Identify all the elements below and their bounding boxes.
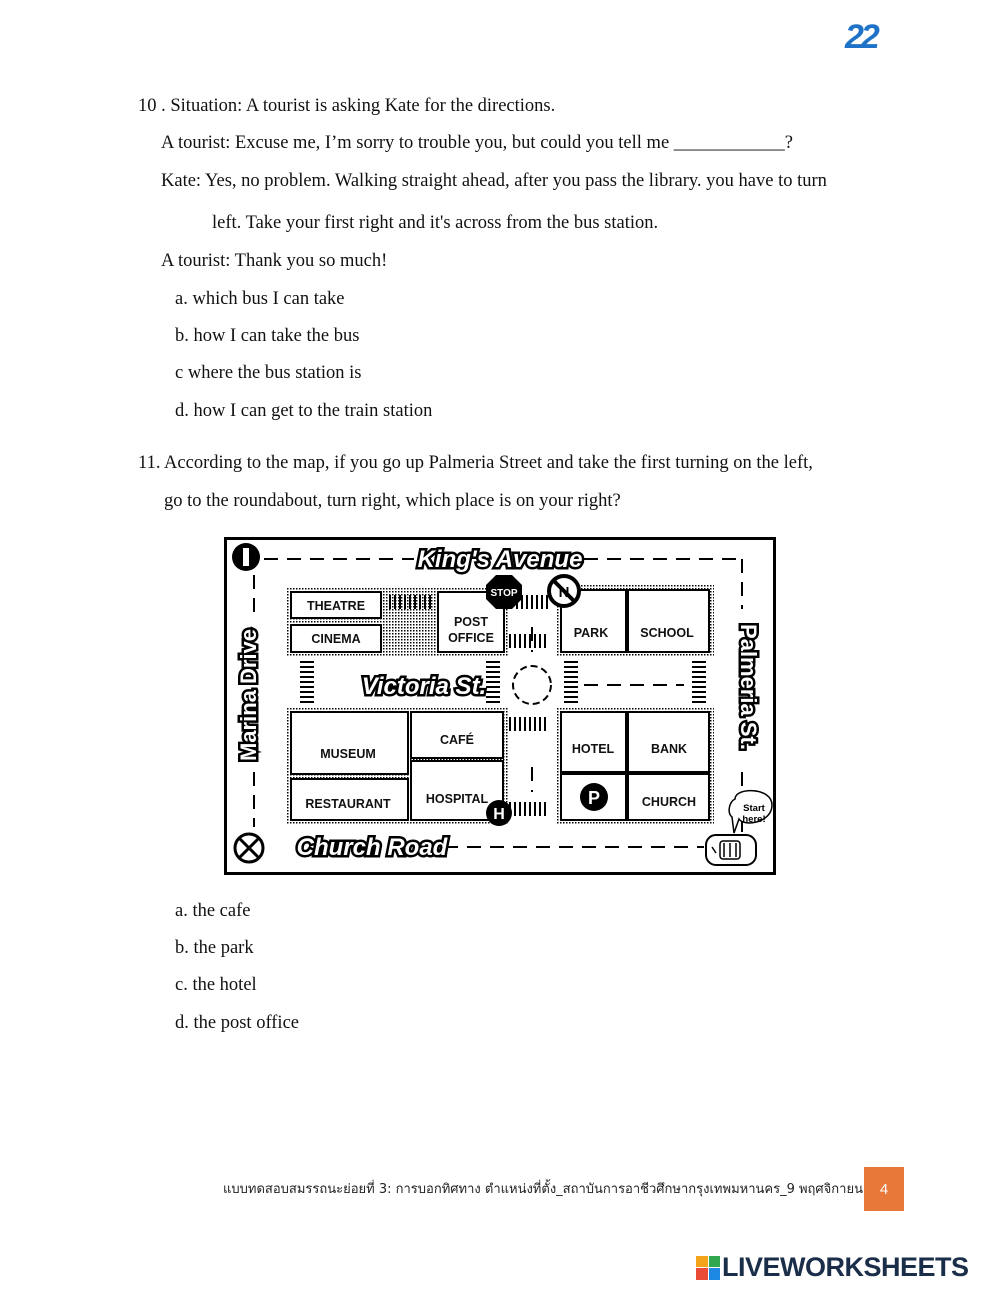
building-blocks <box>286 585 714 825</box>
label-church: CHURCH <box>642 795 696 809</box>
label-post-office-2: OFFICE <box>448 631 494 645</box>
label-school: SCHOOL <box>640 626 694 640</box>
car-icon <box>705 834 757 866</box>
theatre-building <box>290 591 382 619</box>
q10-title: 10 . Situation: A tourist is asking Kate… <box>138 96 556 116</box>
label-bank: BANK <box>651 742 687 756</box>
label-hospital: HOSPITAL <box>426 792 489 806</box>
q11-option-a[interactable]: a. the cafe <box>175 901 251 921</box>
q10-line4: A tourist: Thank you so much! <box>161 251 388 271</box>
street-marina-drive: Marina Drive <box>236 629 261 761</box>
label-museum: MUSEUM <box>320 747 376 761</box>
liveworksheets-logo-icon <box>696 1255 720 1280</box>
hotel-building <box>560 711 627 773</box>
church-building <box>627 773 710 821</box>
street-palmeria: Palmeria St. <box>736 624 761 750</box>
stop-sign-label: STOP <box>490 588 517 599</box>
label-cinema: CINEMA <box>311 632 360 646</box>
q11-line1: 11. According to the map, if you go up P… <box>138 453 813 473</box>
label-cafe: CAFÉ <box>440 732 474 747</box>
q11-option-c[interactable]: c. the hotel <box>175 975 257 995</box>
footer-page-number: 4 <box>864 1167 904 1211</box>
info-sign-icon <box>232 543 260 571</box>
footer-text: แบบทดสอบสมรรถนะย่อยที่ 3: การบอกทิศทาง ต… <box>223 1182 901 1197</box>
stop-sign-icon <box>486 575 522 609</box>
label-restaurant: RESTAURANT <box>305 797 391 811</box>
cafe-building <box>410 711 504 759</box>
start-label-1: Start <box>743 803 765 814</box>
q10-option-c[interactable]: c where the bus station is <box>175 363 362 383</box>
q10-line1: A tourist: Excuse me, I’m sorry to troub… <box>161 133 793 153</box>
liveworksheets-wordmark: LIVEWORKSHEETS <box>722 1252 969 1282</box>
label-theatre: THEATRE <box>307 599 365 613</box>
q11-option-d[interactable]: d. the post office <box>175 1013 299 1033</box>
page-number-top: 22 <box>845 18 880 56</box>
street-kings-avenue: King's Avenue <box>418 546 583 573</box>
school-building <box>627 589 710 653</box>
bank-building <box>627 711 710 773</box>
q10-option-a[interactable]: a. which bus I can take <box>175 289 345 309</box>
q11-option-b[interactable]: b. the park <box>175 938 254 958</box>
start-bubble-icon <box>728 789 773 834</box>
roundabout <box>512 665 552 705</box>
q11-line2: go to the roundabout, turn right, which … <box>164 491 621 511</box>
svg-text:N: N <box>559 584 570 601</box>
parking-sign-icon <box>580 783 608 811</box>
parking-sign-label: P <box>588 788 600 808</box>
cinema-building <box>290 624 382 653</box>
no-entry-sign-icon: N <box>547 574 581 608</box>
crosswalks <box>300 595 706 816</box>
q10-option-d[interactable]: d. how I can get to the train station <box>175 401 433 421</box>
museum-building <box>290 711 409 775</box>
street-victoria: Victoria St. <box>362 673 486 700</box>
town-map: King's Avenue Victoria St. Church Road M… <box>224 537 776 875</box>
street-church-road: Church Road <box>297 834 449 861</box>
restaurant-building <box>290 778 409 821</box>
liveworksheets-brand[interactable]: LIVEWORKSHEETS <box>696 1252 969 1283</box>
q10-option-b[interactable]: b. how I can take the bus <box>175 326 360 346</box>
parking-lot <box>560 773 627 821</box>
label-post-office-1: POST <box>454 615 488 629</box>
hospital-sign-icon <box>486 800 512 826</box>
start-label-2: here! <box>742 814 765 825</box>
q10-line3: left. Take your first right and it's acr… <box>212 213 659 233</box>
label-park: PARK <box>574 626 609 640</box>
hospital-sign-label: H <box>493 806 505 823</box>
q10-line2: Kate: Yes, no problem. Walking straight … <box>161 171 827 191</box>
no-stopping-sign-icon <box>233 832 265 864</box>
label-hotel: HOTEL <box>572 742 615 756</box>
